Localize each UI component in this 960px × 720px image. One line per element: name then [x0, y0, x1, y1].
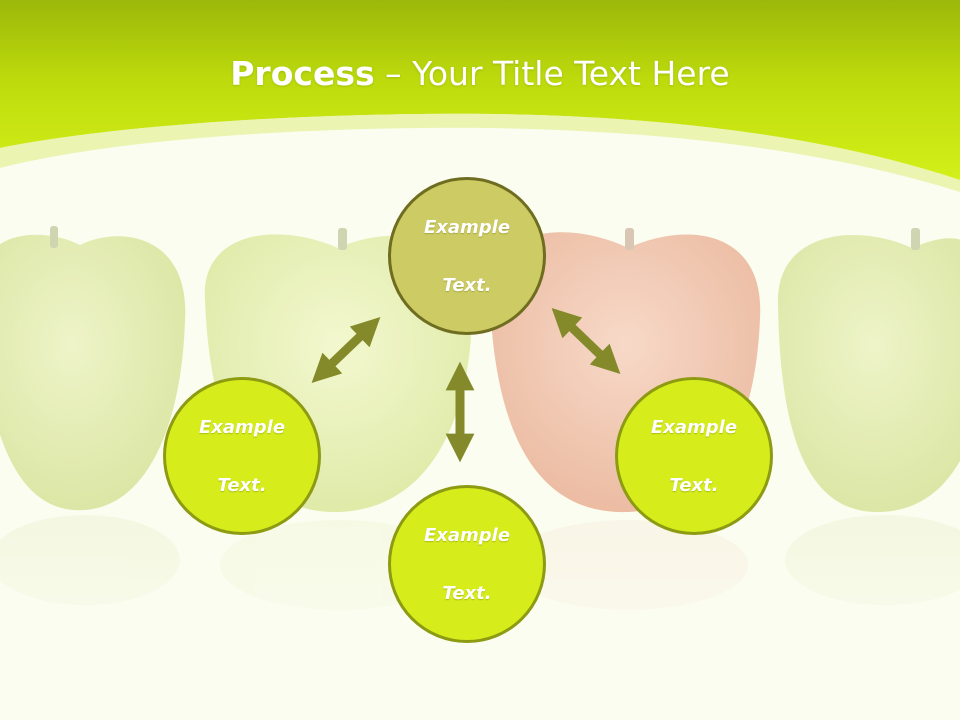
node-text-line2: Text.	[669, 474, 719, 496]
node-text-line2: Text.	[217, 474, 267, 496]
title-bold: Process	[230, 54, 375, 93]
node-text-line1: Example	[198, 416, 286, 438]
apple-image	[0, 226, 186, 511]
title-rest: – Your Title Text Here	[374, 54, 730, 93]
node-text-line2: Text.	[442, 582, 492, 604]
node-text-line1: Example	[423, 524, 511, 546]
node-text-line2: Text.	[442, 274, 492, 296]
header-band	[0, 0, 960, 192]
node-text-line1: Example	[423, 216, 511, 238]
apple-image	[777, 228, 960, 513]
node-text-line1: Example	[650, 416, 738, 438]
slide-title: Process – Your Title Text Here	[0, 52, 960, 96]
